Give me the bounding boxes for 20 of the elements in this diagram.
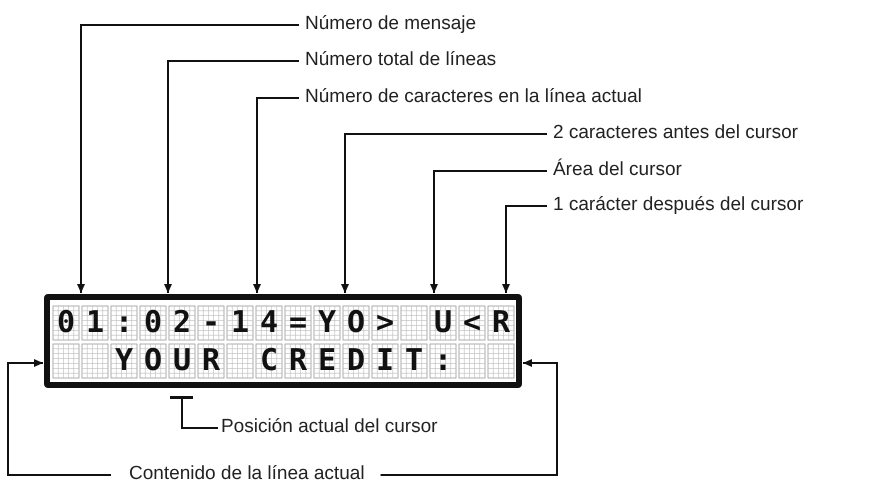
arrow: [502, 205, 547, 293]
arrow: [341, 133, 547, 293]
callout-label: 2 caracteres antes del cursor: [553, 122, 798, 144]
cursor-mark: [170, 396, 193, 399]
callout-label: Número de caracteres en la línea actual: [305, 86, 642, 108]
callout-label: Área del cursor: [553, 159, 682, 181]
arrow: [253, 97, 299, 293]
leader-line: [181, 399, 218, 429]
callout-label: Número total de líneas: [305, 49, 496, 71]
callout-label: Contenido de la línea actual: [129, 463, 365, 481]
lcd-text: YOUR CREDIT:: [115, 344, 464, 378]
callout-label: Número de mensaje: [305, 13, 476, 35]
arrow: [77, 24, 299, 293]
arrow: [164, 60, 299, 293]
arrow: [380, 359, 558, 476]
callout-label: Posición actual del cursor: [221, 416, 438, 438]
lcd-text: 01:02-14=YO> U<R: [57, 306, 522, 340]
arrow: [430, 170, 547, 293]
callout-label: 1 carácter después del cursor: [553, 194, 804, 216]
arrow: [7, 359, 111, 476]
